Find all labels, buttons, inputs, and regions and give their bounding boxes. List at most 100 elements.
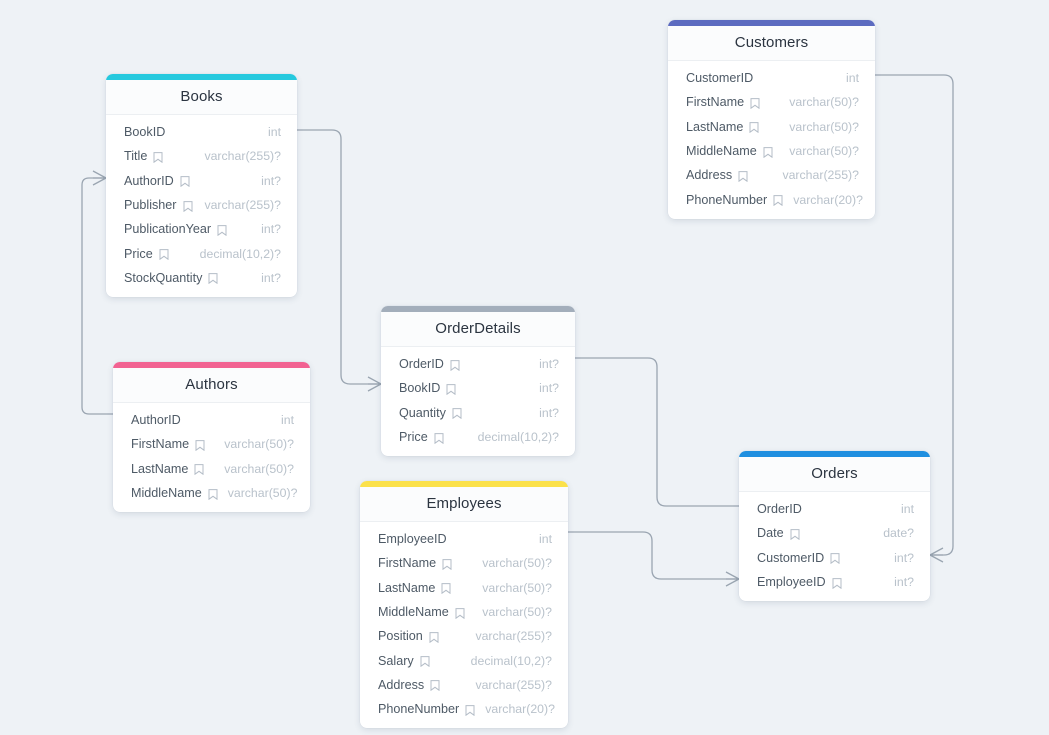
table-accent-bar [668, 20, 875, 26]
nullable-field-icon [455, 607, 465, 619]
field-name: EmployeeID [378, 532, 447, 547]
field-row[interactable]: Address varchar(255)? [360, 673, 568, 697]
nullable-field-icon [450, 359, 460, 371]
table-accent-bar [113, 362, 310, 368]
table-title[interactable]: Orders [739, 457, 930, 492]
field-type: int? [539, 405, 559, 420]
table-title[interactable]: Authors [113, 368, 310, 403]
field-row[interactable]: PublicationYear int? [106, 217, 297, 241]
field-type: decimal(10,2)? [470, 653, 552, 668]
table-title[interactable]: Books [106, 80, 297, 115]
field-row[interactable]: BookID int [106, 120, 297, 144]
table-accent-bar [381, 306, 575, 312]
field-row[interactable]: MiddleName varchar(50)? [360, 600, 568, 624]
nullable-field-icon [790, 529, 800, 540]
field-name: Salary [378, 653, 414, 668]
field-row[interactable]: Salary decimal(10,2)? [360, 648, 568, 672]
field-name: BookID [124, 125, 166, 140]
field-name: AuthorID [124, 173, 174, 188]
field-type: varchar(50)? [789, 95, 859, 110]
field-type: int? [261, 222, 281, 237]
field-type: varchar(255)? [475, 677, 552, 692]
nullable-field-icon [763, 146, 773, 158]
nullable-field-icon [830, 553, 840, 565]
field-type: varchar(255)? [475, 629, 552, 644]
field-name: OrderID [757, 502, 802, 517]
nullable-field-icon [429, 631, 439, 643]
field-name: PhoneNumber [378, 702, 460, 717]
field-row[interactable]: Quantity int? [381, 401, 575, 425]
nullable-field-icon [153, 152, 163, 163]
field-name: EmployeeID [757, 575, 826, 590]
field-row[interactable]: Position varchar(255)? [360, 624, 568, 648]
field-name: PublicationYear [124, 222, 212, 237]
field-name: Publisher [124, 198, 177, 213]
relationship-books-orderdetails[interactable] [297, 129, 381, 385]
relationship-orderdetails-orders[interactable] [575, 357, 739, 507]
nullable-field-icon [750, 98, 760, 109]
field-name: OrderID [399, 357, 444, 372]
nullable-field-icon [446, 384, 456, 395]
relationship-employees-orders[interactable] [568, 531, 739, 580]
field-name: MiddleName [378, 605, 449, 620]
field-row[interactable]: MiddleName varchar(50)? [113, 481, 310, 505]
field-type: varchar(50)? [482, 605, 552, 620]
field-name: MiddleName [131, 486, 202, 501]
field-row[interactable]: AuthorID int? [106, 169, 297, 193]
field-name: LastName [686, 119, 744, 134]
field-name: Quantity [399, 405, 446, 420]
nullable-field-icon [434, 432, 444, 444]
field-type: decimal(10,2)? [477, 430, 559, 445]
table-title[interactable]: Customers [668, 26, 875, 61]
field-name: Date [757, 526, 784, 541]
field-type: varchar(50)? [227, 486, 298, 501]
field-name: Price [124, 246, 153, 261]
nullable-field-icon [430, 680, 440, 692]
field-type: int [268, 125, 281, 140]
field-type: int [901, 502, 914, 517]
nullable-field-icon [442, 559, 452, 570]
field-type: int? [261, 173, 281, 188]
nullable-field-icon [749, 122, 759, 134]
table-title[interactable]: OrderDetails [381, 312, 575, 347]
table-title[interactable]: Employees [360, 487, 568, 522]
field-name: Address [378, 677, 425, 692]
field-type: varchar(255)? [782, 168, 859, 183]
field-name: Position [378, 629, 423, 644]
crowsfoot-marker [929, 547, 944, 563]
field-row[interactable]: OrderID int [739, 497, 930, 521]
field-name: LastName [131, 461, 189, 476]
field-name: AuthorID [131, 413, 181, 428]
